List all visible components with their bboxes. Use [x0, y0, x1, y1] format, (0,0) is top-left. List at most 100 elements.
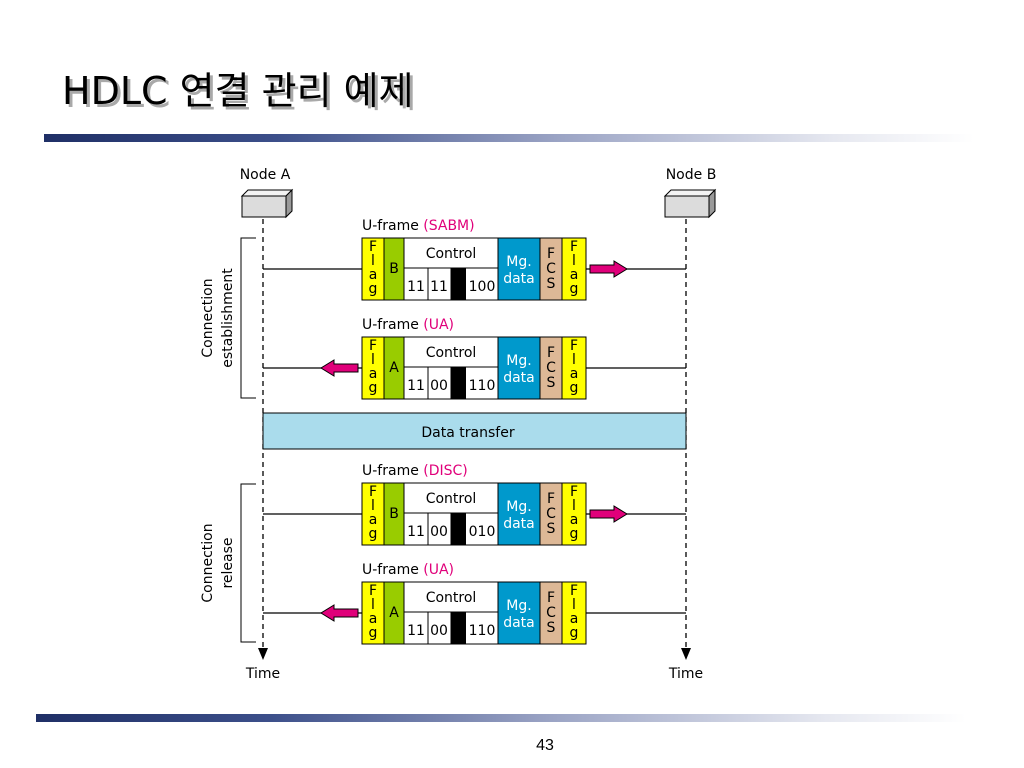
control-bits-2: 00 — [430, 623, 448, 639]
frame-label-prefix: U-frame — [362, 317, 423, 333]
flag-letter: a — [369, 611, 378, 627]
flag-field — [561, 482, 587, 546]
control-label: Control — [426, 345, 477, 361]
flag-letter: a — [570, 512, 579, 528]
pf-bit — [451, 612, 466, 644]
control-bits-3: 110 — [469, 378, 496, 394]
flag-letter: F — [369, 583, 377, 599]
release-label-line2: release — [220, 537, 236, 588]
frame-type: (DISC) — [423, 463, 468, 479]
time-label-b: Time — [668, 666, 703, 682]
flag-letter: g — [570, 380, 579, 396]
pf-bit — [451, 268, 466, 300]
frame-type: (SABM) — [423, 218, 474, 234]
mg-data-label: Mg. — [506, 254, 531, 270]
flag-letter: g — [570, 526, 579, 542]
flag-letter: l — [371, 597, 375, 613]
node-b-icon — [663, 188, 717, 219]
control-bits-3: 100 — [469, 279, 496, 295]
slide-title: HDLC 연결 관리 예제 — [62, 69, 414, 113]
control-bits-1: 11 — [407, 623, 425, 639]
establishment-label-line1: Connection — [200, 278, 216, 357]
flag-letter: g — [369, 625, 378, 641]
data-transfer-label: Data transfer — [421, 425, 514, 441]
flag-letter: l — [371, 253, 375, 269]
fcs-letter: F — [547, 246, 555, 262]
control-bits-1: 11 — [407, 524, 425, 540]
frame-label: U-frame (UA) — [362, 317, 454, 333]
footer-divider — [36, 714, 966, 722]
mg-data-label: data — [503, 271, 535, 287]
flag-letter: F — [369, 484, 377, 500]
flag-field — [561, 237, 587, 301]
frame-label-prefix: U-frame — [362, 562, 423, 578]
fcs-letter: C — [546, 506, 556, 522]
node-b-label: Node B — [666, 167, 717, 183]
flag-letter: F — [369, 239, 377, 255]
address-value: B — [389, 506, 399, 522]
fcs-letter: F — [547, 590, 555, 606]
node-a-time-arrow — [258, 648, 268, 660]
address-value: A — [389, 605, 399, 621]
flag-letter: F — [570, 239, 578, 255]
flag-letter: l — [572, 352, 576, 368]
flag-letter: a — [369, 366, 378, 382]
flag-letter: g — [369, 526, 378, 542]
flag-letter: F — [570, 583, 578, 599]
flag-letter: a — [570, 366, 579, 382]
flag-letter: a — [369, 512, 378, 528]
fcs-letter: F — [547, 491, 555, 507]
fcs-letter: C — [546, 261, 556, 277]
flag-letter: a — [570, 267, 579, 283]
frame-type: (UA) — [423, 317, 454, 333]
frame-label-prefix: U-frame — [362, 218, 423, 234]
control-bits-2: 00 — [430, 378, 448, 394]
control-bits-2: 11 — [430, 279, 448, 295]
address-value: B — [389, 261, 399, 277]
mg-data-field — [497, 336, 541, 400]
control-bits-3: 110 — [469, 623, 496, 639]
flag-letter: l — [572, 597, 576, 613]
release-bracket — [240, 483, 256, 643]
mg-data-field — [497, 581, 541, 645]
pf-bit — [451, 367, 466, 399]
flag-letter: F — [570, 484, 578, 500]
mg-data-label: data — [503, 615, 535, 631]
flag-letter: g — [369, 281, 378, 297]
fcs-letter: S — [547, 620, 556, 636]
flag-field — [561, 581, 587, 645]
release-label-line1: Connection — [200, 523, 216, 602]
arrow-left-icon — [320, 604, 359, 622]
mg-data-label: Mg. — [506, 353, 531, 369]
fcs-letter: C — [546, 360, 556, 376]
frame-label: U-frame (DISC) — [362, 463, 468, 479]
flag-letter: l — [572, 253, 576, 269]
frame-type: (UA) — [423, 562, 454, 578]
fcs-letter: S — [547, 375, 556, 391]
flag-letter: a — [369, 267, 378, 283]
control-bits-1: 11 — [407, 279, 425, 295]
node-a-label: Node A — [240, 167, 291, 183]
mg-data-label: data — [503, 516, 535, 532]
control-label: Control — [426, 590, 477, 606]
frame-label: U-frame (SABM) — [362, 218, 475, 234]
mg-data-label: Mg. — [506, 499, 531, 515]
control-label: Control — [426, 246, 477, 262]
control-bits-1: 11 — [407, 378, 425, 394]
arrow-left-icon — [320, 359, 359, 377]
data-transfer-band — [262, 412, 687, 450]
flag-letter: a — [570, 611, 579, 627]
page-number: 43 — [536, 737, 554, 754]
fcs-letter: F — [547, 345, 555, 361]
flag-letter: g — [570, 281, 579, 297]
time-label-a: Time — [245, 666, 280, 682]
title-divider — [44, 134, 974, 142]
flag-letter: F — [570, 338, 578, 354]
frame-label-prefix: U-frame — [362, 463, 423, 479]
establishment-label-line2: establishment — [220, 268, 236, 368]
